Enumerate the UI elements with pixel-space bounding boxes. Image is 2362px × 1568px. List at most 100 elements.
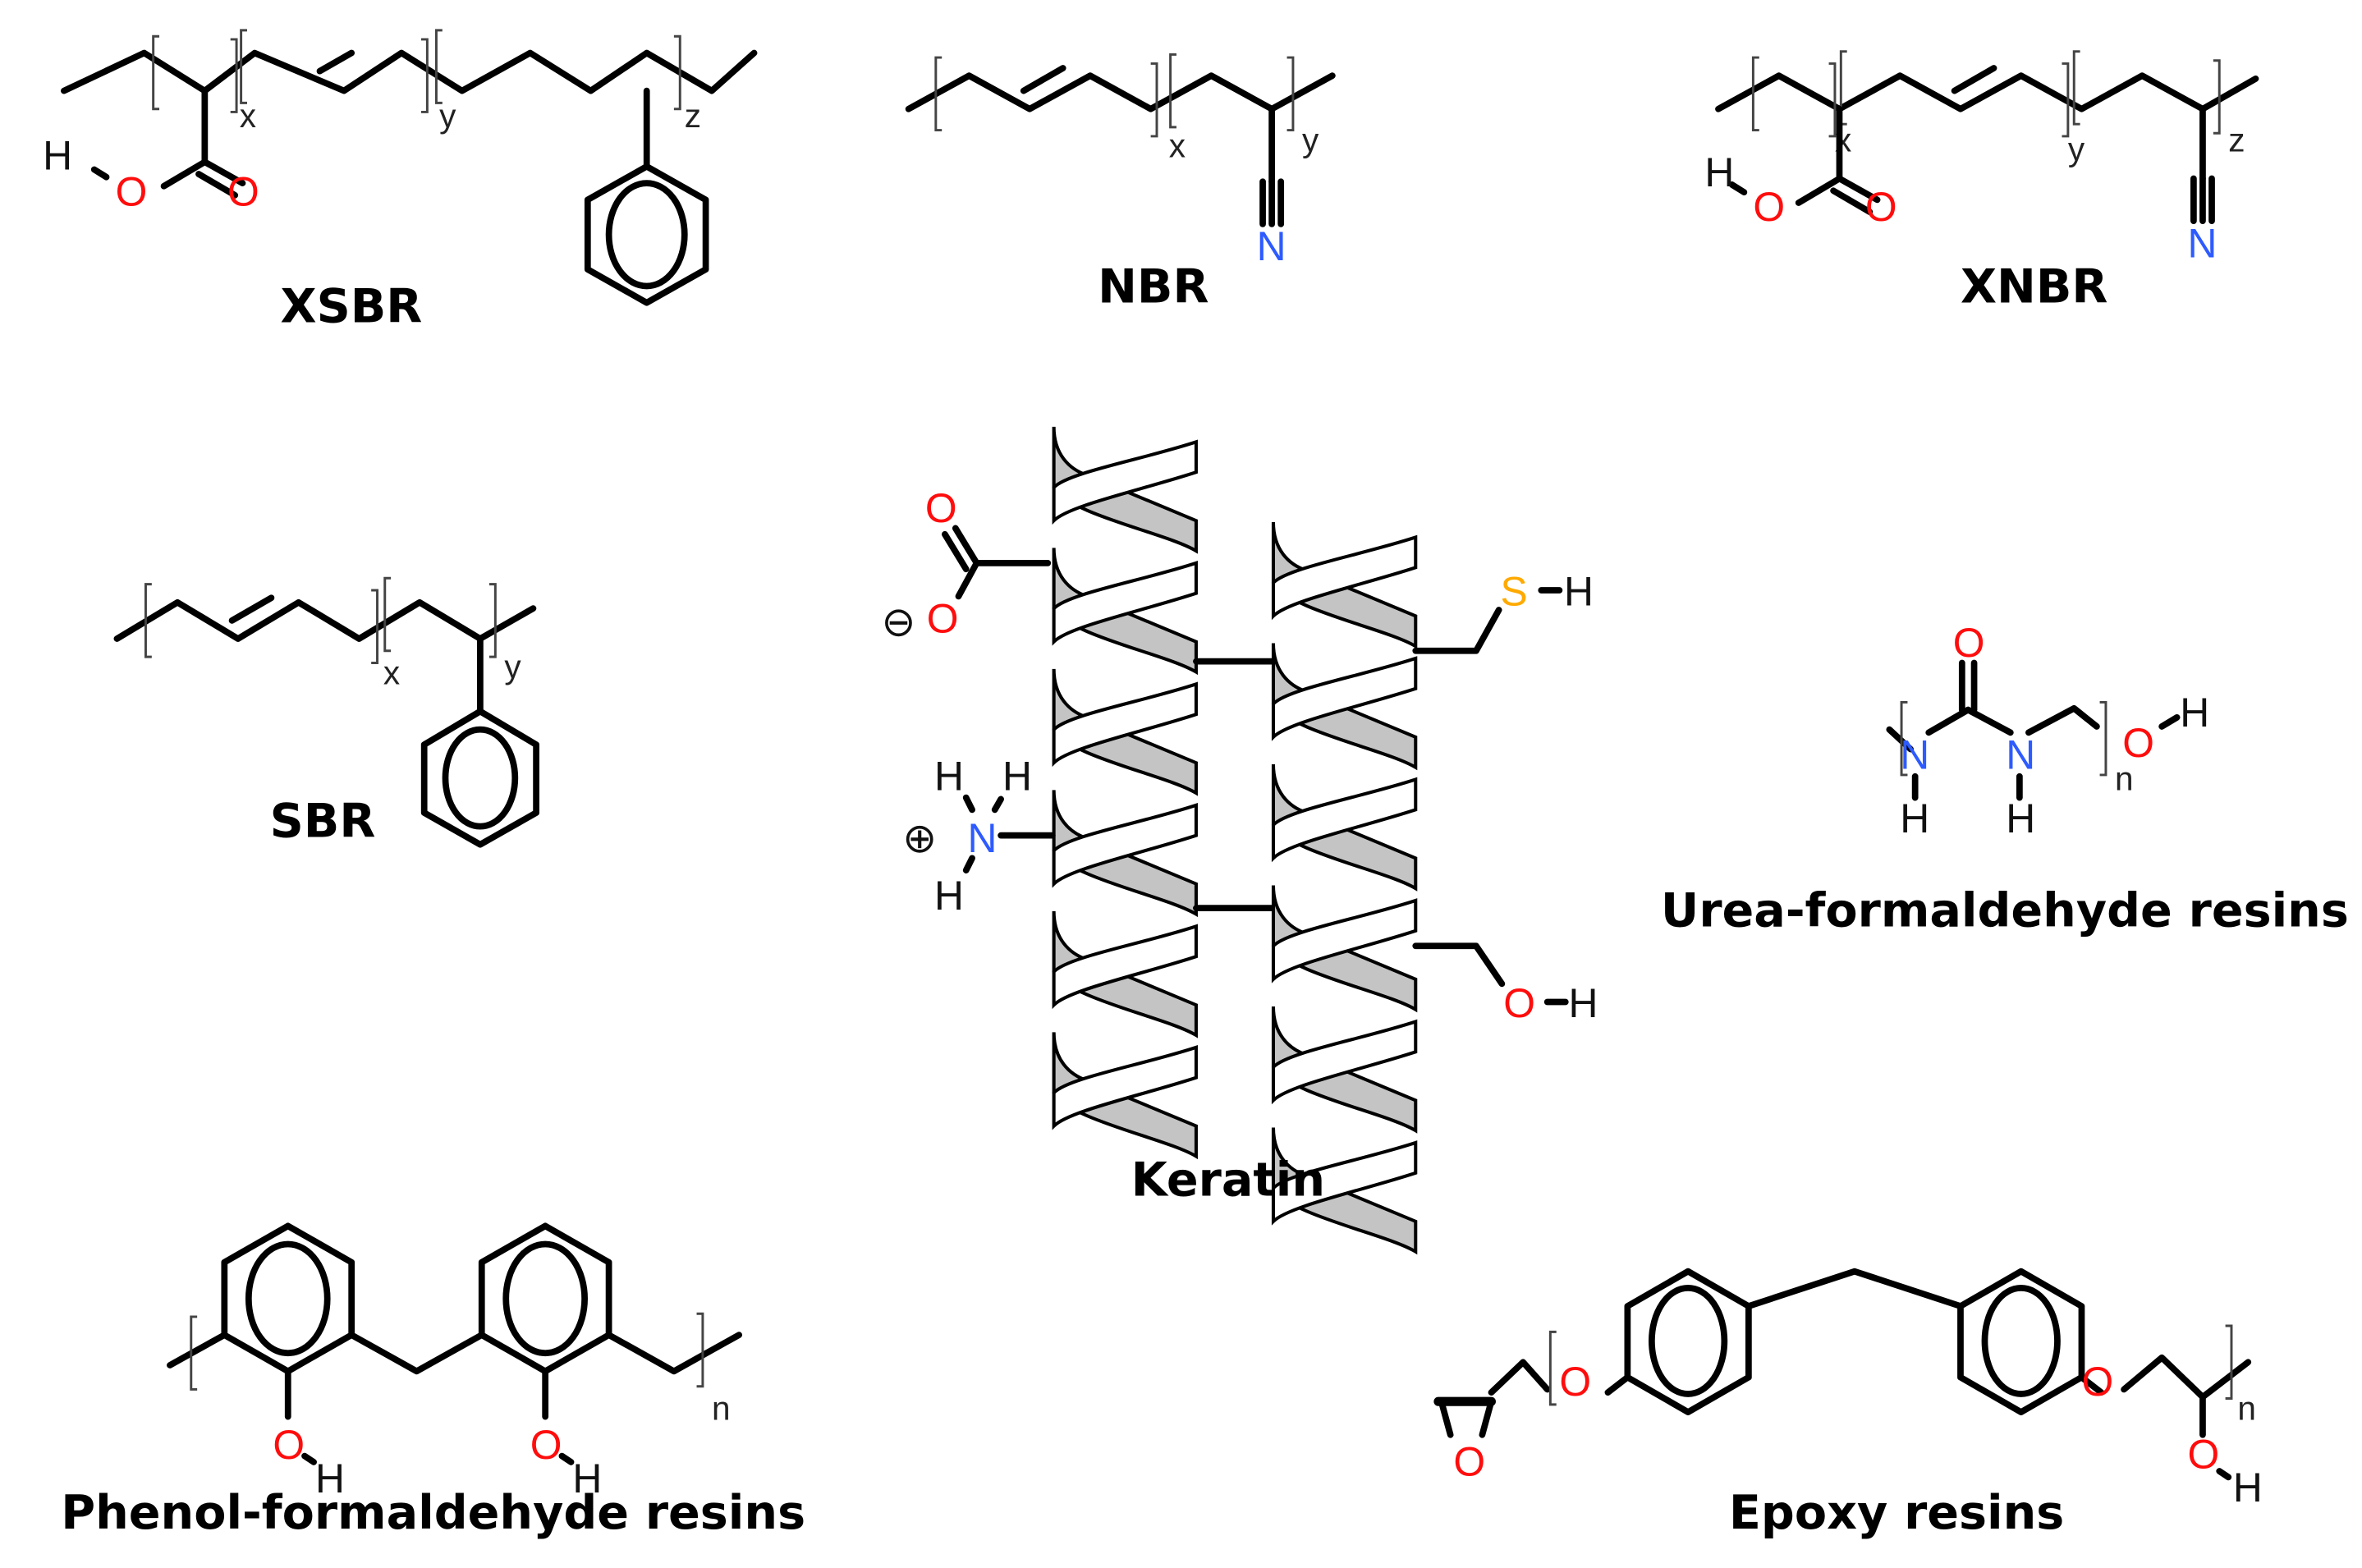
- keratin-atom-h: H: [934, 753, 964, 799]
- epoxy-subscript-n: n: [2237, 1389, 2256, 1427]
- keratin-atom-s: S: [1501, 568, 1528, 614]
- phenol-atom-h: H: [315, 1456, 345, 1502]
- xsbr-bracket: [673, 34, 681, 111]
- keratin-nh-bond: [991, 795, 1004, 814]
- keratin-hydroxyl-bond: [1412, 942, 1506, 988]
- phenol-oh-bond: [301, 1452, 317, 1465]
- xnbr-bracket: [2072, 50, 2080, 126]
- epoxy-aromatic-circle: [1981, 1285, 2061, 1397]
- helix-front-ribbon: [1052, 803, 1198, 888]
- xnbr-subscript-y: y: [2068, 130, 2085, 167]
- sbr-subscript-y: y: [504, 648, 521, 685]
- phenol-methylene-bridge: [348, 1332, 485, 1375]
- phenol-atom-o: O: [273, 1422, 305, 1468]
- keratin-atom-h: H: [1568, 980, 1598, 1026]
- helix-front-ribbon: [1271, 534, 1418, 621]
- keratin-atom-n: N: [968, 815, 998, 861]
- epoxy-ether-bond: [1604, 1373, 1631, 1396]
- xsbr-bracket: [152, 34, 160, 111]
- helix-front-ribbon: [1271, 777, 1418, 863]
- keratin-thiol-bond: [1412, 607, 1502, 654]
- urea-atom-o: O: [1953, 620, 1985, 666]
- xsbr-subscript-y: y: [439, 97, 456, 135]
- phenol-atom-h: H: [572, 1456, 602, 1502]
- keratin-atom-h: H: [1002, 753, 1032, 799]
- phenol-label: Phenol-formaldehyde resins: [61, 1486, 805, 1540]
- sbr-backbone: [113, 598, 537, 642]
- sbr-bracket: [144, 583, 152, 658]
- epoxide-bond: [1438, 1398, 1454, 1438]
- sbr-subscript-x: x: [383, 653, 400, 691]
- urea-bracket: [1900, 700, 1908, 777]
- xsbr-bracket: [240, 29, 247, 104]
- nbr-double-bond: [1020, 65, 1066, 94]
- keratin-carboxylate-double: [942, 530, 970, 573]
- nbr-bracket: [1286, 56, 1295, 132]
- urea-label: Urea-formaldehyde resins: [1661, 883, 2349, 938]
- urea-atom-o: O: [2122, 720, 2154, 766]
- urea-bond: [1925, 706, 1972, 736]
- phenol-chain-bond: [167, 1332, 228, 1369]
- nbr-subscript-x: x: [1169, 127, 1186, 165]
- urea-atom-n: N: [1900, 732, 1929, 778]
- epoxide-bond: [1479, 1398, 1495, 1438]
- xnbr-acid-double: [1836, 175, 1881, 204]
- epoxy-aromatic-circle: [1648, 1285, 1728, 1397]
- xsbr-bracket: [230, 38, 238, 113]
- sbr-double-bond: [228, 594, 275, 624]
- keratin-atom-o: O: [1503, 980, 1535, 1026]
- epoxy-atom-o: O: [2081, 1359, 2113, 1405]
- xsbr-subscript-z: z: [685, 97, 701, 135]
- keratin-carboxylate-bond: [955, 559, 980, 600]
- xnbr-atom-h: H: [1704, 149, 1734, 195]
- keratin-nh-bond: [962, 855, 975, 873]
- sbr-bracket: [383, 576, 392, 653]
- epoxy-bracket: [1548, 1330, 1557, 1406]
- xnbr-bracket: [1828, 62, 1837, 138]
- epoxy-methylene-bridge: [1745, 1268, 1964, 1309]
- xsbr-backbone: [61, 49, 758, 94]
- xsbr-acid-double: [201, 158, 246, 186]
- epoxy-atom-o: O: [1453, 1439, 1485, 1485]
- epoxy-chain-bond: [2121, 1354, 2252, 1401]
- urea-bond: [1886, 726, 1915, 753]
- epoxy-atom-o: O: [1559, 1359, 1591, 1405]
- xnbr-bracket: [1751, 56, 1759, 132]
- phenol-aromatic-circle: [502, 1240, 588, 1357]
- keratin-helix: [1052, 426, 1198, 1160]
- xnbr-acid-bond: [1795, 175, 1843, 206]
- xsbr-atom-h: H: [43, 132, 72, 178]
- keratin-minus-charge: ⊖: [881, 598, 915, 644]
- nbr-backbone: [905, 72, 1336, 112]
- xsbr-acid-bond: [160, 158, 209, 190]
- keratin-structure: O O ⊖ N H H H ⊕ S H O H Keratin: [881, 426, 1598, 1255]
- xsbr-aromatic-circle: [605, 180, 688, 290]
- helix-front-ribbon: [1052, 439, 1198, 525]
- sbr-structure: x y SBR: [113, 576, 539, 849]
- urea-subscript-n: n: [2115, 759, 2134, 797]
- sbr-aromatic-circle: [442, 726, 519, 830]
- epoxy-structure: O O O O H n Epoxy resins: [1433, 1268, 2263, 1540]
- xnbr-bracket: [2062, 62, 2070, 138]
- phenol-atom-o: O: [530, 1422, 562, 1468]
- phenol-ring: [221, 1222, 355, 1375]
- urea-bond: [2025, 704, 2100, 736]
- urea-atom-n: N: [2006, 732, 2035, 778]
- urea-oh-bond: [2158, 714, 2181, 730]
- sbr-label: SBR: [270, 795, 376, 849]
- phenol-subscript-n: n: [712, 1389, 731, 1427]
- helix-front-ribbon: [1271, 656, 1418, 741]
- xsbr-bracket: [420, 38, 429, 113]
- phenol-oh-bond: [558, 1452, 575, 1465]
- urea-bracket: [2099, 700, 2107, 777]
- epoxy-ether-bond: [2078, 1373, 2105, 1396]
- helix-front-ribbon: [1271, 1019, 1418, 1105]
- xnbr-atom-n: N: [2188, 220, 2218, 266]
- nbr-subscript-y: y: [1302, 121, 1319, 158]
- epoxy-oh-bond: [2216, 1468, 2232, 1481]
- xnbr-bracket: [2213, 59, 2221, 135]
- phenol-bracket: [190, 1315, 198, 1391]
- xsbr-atom-o: O: [227, 169, 259, 215]
